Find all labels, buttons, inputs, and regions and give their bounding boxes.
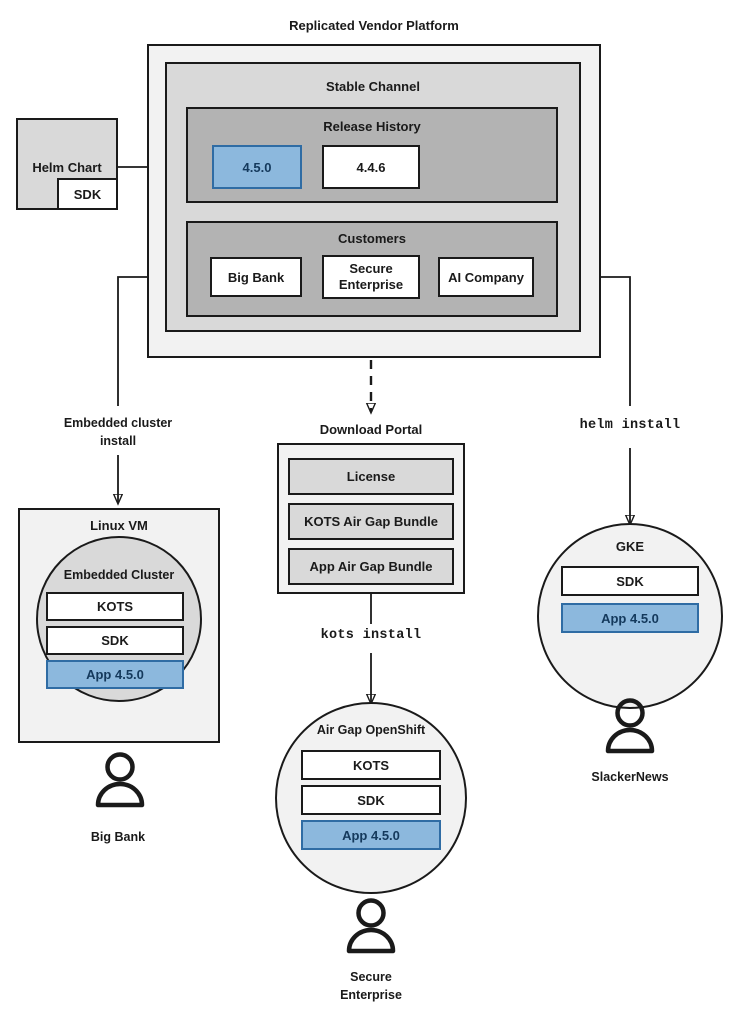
user-label-secure-enterprise: Secure Enterprise: [281, 968, 461, 1004]
user-label-slackernews: SlackerNews: [591, 770, 669, 784]
portal-artifact-license[interactable]: License: [288, 458, 454, 495]
portal-artifact-kots-air-gap-bundle[interactable]: KOTS Air Gap Bundle: [288, 503, 454, 540]
linuxvm-component-app: App 4.5.0: [46, 660, 184, 689]
openshift-component-sdk: SDK: [301, 785, 441, 815]
customer-ai-company[interactable]: AI Company: [438, 257, 534, 297]
gke-title: GKE: [615, 539, 645, 554]
user-label-big-bank: Big Bank: [90, 830, 146, 844]
linuxvm-component-sdk: SDK: [46, 626, 184, 655]
customer-secure-enterprise-line1: Secure: [349, 261, 393, 276]
embedded-cluster-install-label: Embedded cluster install: [28, 414, 208, 450]
helm-install-label: helm install: [579, 418, 681, 433]
release-history-title: Release History: [323, 119, 421, 134]
user-label-secure-enterprise-line1: Secure: [350, 970, 392, 984]
user-icon-secure-enterprise: [343, 898, 399, 961]
helm-chart-title: Helm Chart: [32, 160, 102, 175]
openshift-component-kots: KOTS: [301, 750, 441, 780]
embedded-cluster-install-line2: install: [99, 434, 137, 448]
download-portal-title: Download Portal: [319, 422, 423, 437]
portal-artifact-app-air-gap-bundle[interactable]: App Air Gap Bundle: [288, 548, 454, 585]
helm-chart-sdk: SDK: [57, 178, 118, 210]
release-4-4-6[interactable]: 4.4.6: [322, 145, 420, 189]
embedded-cluster-title: Embedded Cluster: [63, 568, 175, 582]
linuxvm-component-kots: KOTS: [46, 592, 184, 621]
gke-component-sdk: SDK: [561, 566, 699, 596]
release-4-5-0[interactable]: 4.5.0: [212, 145, 302, 189]
customer-secure-enterprise[interactable]: Secure Enterprise: [322, 255, 420, 299]
embedded-cluster-install-line1: Embedded cluster: [63, 416, 173, 430]
user-icon-big-bank: [92, 752, 148, 815]
customer-big-bank[interactable]: Big Bank: [210, 257, 302, 297]
linux-vm-title: Linux VM: [90, 518, 148, 533]
customer-secure-enterprise-line2: Enterprise: [338, 277, 404, 292]
kots-install-label: kots install: [320, 628, 422, 643]
user-label-secure-enterprise-line2: Enterprise: [340, 988, 402, 1002]
openshift-component-app: App 4.5.0: [301, 820, 441, 850]
customers-title: Customers: [338, 231, 406, 246]
gke-component-app: App 4.5.0: [561, 603, 699, 633]
air-gap-openshift-title: Air Gap OpenShift: [316, 723, 426, 737]
user-icon-slackernews: [602, 698, 658, 761]
page-title: Replicated Vendor Platform: [289, 18, 459, 33]
stable-channel-title: Stable Channel: [326, 79, 420, 94]
